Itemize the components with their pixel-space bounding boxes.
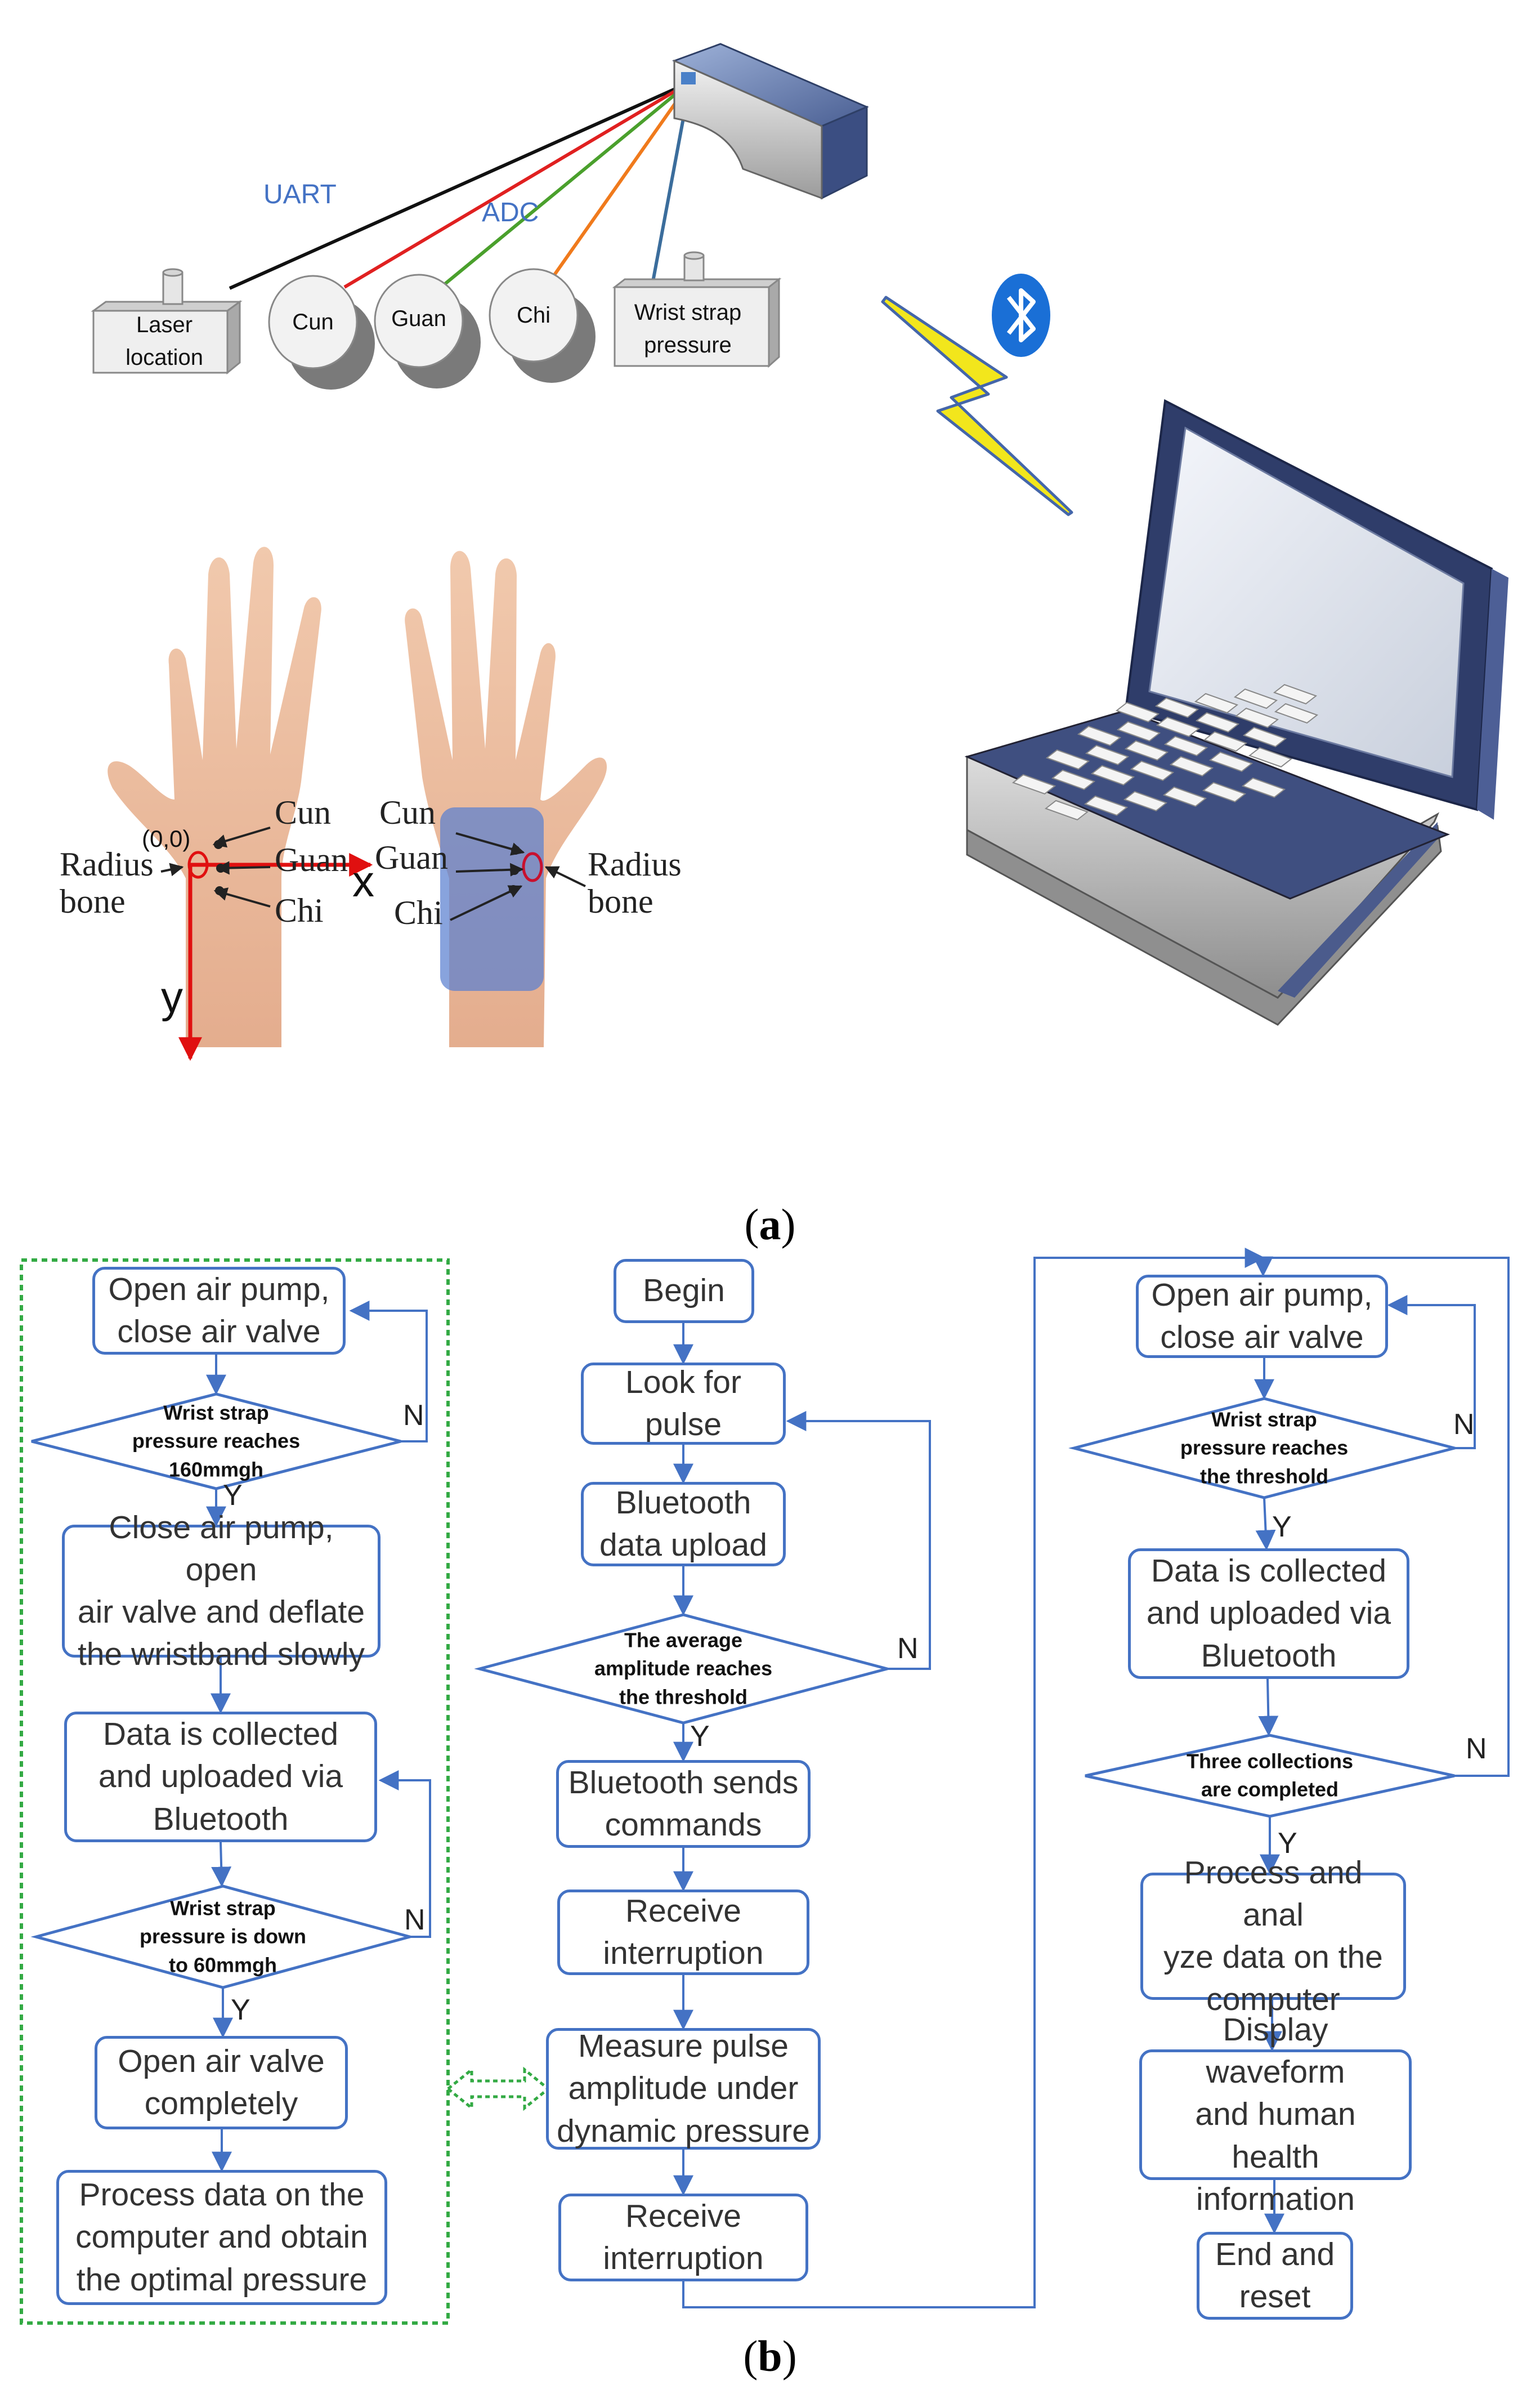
laptop-key <box>1116 721 1161 742</box>
laptop-key <box>1248 747 1293 768</box>
right-process-analyze: Process and anal yze data on the compute… <box>1140 1855 1406 2017</box>
signal-wires <box>229 81 692 290</box>
left-open-air-valve: Open air valve completely <box>95 2036 348 2129</box>
laptop-key <box>1156 716 1201 738</box>
x-axis-label: x <box>352 856 374 906</box>
middle-decision-threshold-text: The average amplitude reaches the thresh… <box>594 1628 773 1709</box>
acquisition-device <box>671 43 869 200</box>
laptop-key <box>1044 799 1089 821</box>
left-chi-label: Chi <box>275 892 324 929</box>
left-y1: Y <box>223 1479 243 1512</box>
middle-measure-pulse: Measure pulse amplitude under dynamic pr… <box>546 2028 821 2150</box>
right-n2: N <box>1466 1732 1487 1765</box>
middle-look-for-pulse: Look for pulse <box>581 1363 786 1445</box>
wrist-strap-pressure-label: Wrist strap pressure <box>634 300 742 358</box>
right-n1: N <box>1453 1408 1475 1441</box>
left-n1: N <box>403 1399 424 1432</box>
middle-bluetooth-sends: Bluetooth sends commands <box>556 1760 811 1848</box>
bluetooth-icon <box>992 274 1050 357</box>
laptop-key <box>1154 697 1199 718</box>
link-double-arrow <box>446 2066 550 2111</box>
left-open-air-pump: Open air pump, close air valve <box>92 1267 346 1355</box>
laptop-key <box>1169 756 1214 777</box>
middle-receive-1: Receive interruption <box>557 1890 809 1975</box>
right-y1: Y <box>1272 1511 1292 1543</box>
left-cun-label: Cun <box>275 794 332 831</box>
middle-y1: Y <box>690 1720 710 1753</box>
uart-label: UART <box>263 180 337 209</box>
right-radius-bone-label: Radius bone <box>588 846 682 920</box>
guan-sensor-label: Guan <box>391 306 446 331</box>
panel-label-a: (a) <box>744 1200 796 1249</box>
laptop-key <box>1130 760 1175 781</box>
laptop-key <box>1124 740 1169 761</box>
laptop-key <box>1090 765 1135 786</box>
right-hand-markers <box>450 832 586 921</box>
middle-begin: Begin <box>614 1259 754 1323</box>
wrist-strap-pressure-module <box>612 251 782 368</box>
laptop-key <box>1011 774 1056 795</box>
left-y2: Y <box>231 1994 250 2026</box>
left-guan-label: Guan <box>275 841 348 878</box>
laptop-key <box>1195 712 1240 733</box>
flow-connectors <box>206 1248 1510 2308</box>
adc-label: ADC <box>482 198 539 227</box>
laptop-key <box>1084 795 1129 816</box>
laptop-key <box>1045 749 1090 770</box>
right-cun-label: Cun <box>379 794 436 831</box>
laptop-key <box>1234 707 1279 729</box>
middle-n1: N <box>897 1632 919 1665</box>
chi-sensor <box>489 268 596 383</box>
left-radius-bone-label: Radius bone <box>60 846 154 920</box>
origin-label: (0,0) <box>142 825 191 852</box>
laptop-keyboard <box>1011 684 1319 821</box>
left-decision-60mmgh-text: Wrist strap pressure is down to 60mmgh <box>139 1896 307 1977</box>
left-process-data: Process data on the computer and obtain … <box>56 2170 387 2305</box>
right-display-waveform: Display waveform and human health inform… <box>1139 2012 1412 2217</box>
right-decision-threshold-text: Wrist strap pressure reaches the thresho… <box>1180 1408 1349 1488</box>
left-decision-160mmgh-text: Wrist strap pressure reaches 160mmgh <box>132 1401 301 1481</box>
right-guan-label: Guan <box>375 839 448 876</box>
laptop-key <box>1203 731 1248 752</box>
middle-receive-2: Receive interruption <box>558 2194 808 2281</box>
laptop-key <box>1233 688 1278 709</box>
dashed-group-border <box>20 1258 450 2325</box>
laptop-key <box>1273 684 1318 705</box>
laptop-key <box>1085 744 1130 766</box>
left-hand-markers <box>160 827 373 1061</box>
right-chi-label: Chi <box>394 894 443 931</box>
laptop-key <box>1163 735 1208 757</box>
laptop-key <box>1194 693 1239 714</box>
right-end-reset: End and reset <box>1197 2232 1353 2320</box>
left-n2: N <box>404 1904 426 1936</box>
cun-sensor <box>268 275 375 390</box>
laptop-key <box>1241 777 1286 798</box>
hand-photo-left <box>108 547 321 1047</box>
laptop-key <box>1202 781 1247 803</box>
y-axis-label: y <box>161 972 183 1022</box>
laptop-key <box>1162 786 1207 807</box>
left-data-collected: Data is collected and uploaded via Bluet… <box>64 1712 377 1842</box>
guan-sensor <box>374 274 481 388</box>
laser-location-module <box>91 268 243 375</box>
right-open-air-pump: Open air pump, close air valve <box>1136 1275 1388 1358</box>
right-decision-three-collections-text: Three collections are completed <box>1186 1749 1354 1801</box>
laptop-key <box>1123 790 1168 812</box>
laptop-key <box>1242 726 1287 748</box>
laptop-key <box>1208 751 1254 772</box>
laser-location-label: Laser location <box>126 312 203 370</box>
wireless-link-icon <box>881 296 1073 516</box>
cun-sensor-label: Cun <box>292 310 334 334</box>
laptop-key <box>1274 703 1319 724</box>
panel-label-b: (b) <box>743 2331 797 2380</box>
left-close-air-pump: Close air pump, open air valve and defla… <box>62 1509 380 1672</box>
right-data-collected: Data is collected and uploaded via Bluet… <box>1128 1548 1409 1679</box>
right-y2: Y <box>1278 1827 1297 1860</box>
middle-bluetooth-upload: Bluetooth data upload <box>581 1482 786 1566</box>
chi-sensor-label: Chi <box>516 303 551 328</box>
laptop-key <box>1051 769 1096 790</box>
laptop-key <box>1077 725 1122 747</box>
laptop-key <box>1115 702 1160 723</box>
